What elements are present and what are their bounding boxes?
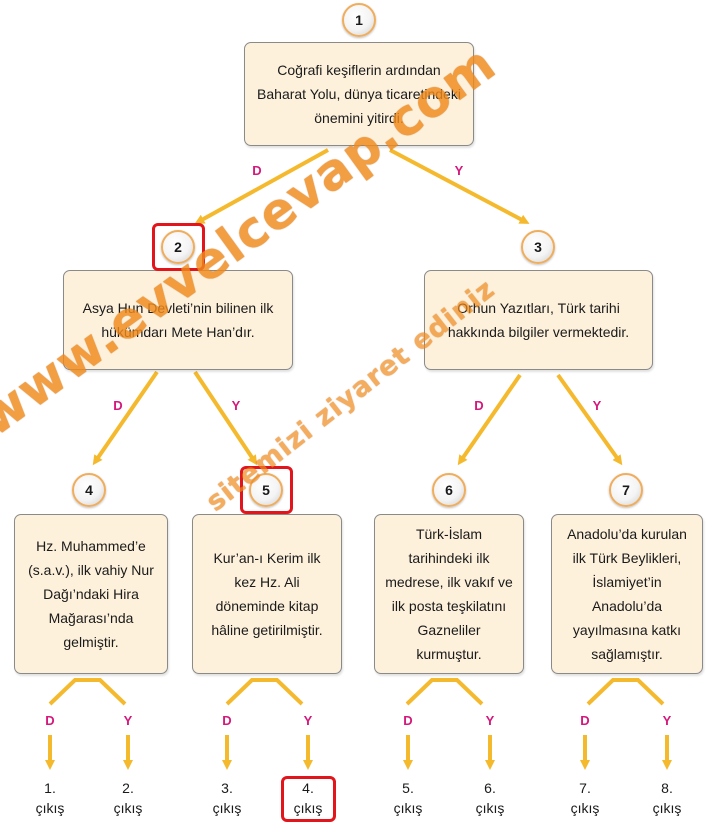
arrow-1-y bbox=[389, 148, 530, 224]
arrow-3-y bbox=[556, 373, 623, 466]
arrow-4-split bbox=[48, 678, 127, 706]
exit-3-word: çıkış bbox=[212, 800, 242, 817]
exit-8: 8. çıkış bbox=[637, 778, 697, 819]
node-6-text: Türk-İslam tarihindeki ilk medrese, ilk … bbox=[385, 525, 513, 663]
exit-1-num: 1. bbox=[44, 780, 56, 796]
node-7-box: Anadolu’da kurulan ilk Türk Beylikleri, … bbox=[551, 514, 703, 674]
node-2-box: Asya Hun Devleti’nin bilinen ilk hükümda… bbox=[63, 270, 293, 370]
exit-7-num: 7. bbox=[579, 780, 591, 796]
exit-7-word: çıkış bbox=[570, 800, 600, 817]
highlight-exit-4 bbox=[281, 776, 336, 822]
exit-2-word: çıkış bbox=[113, 800, 143, 817]
arrow-1-d bbox=[194, 148, 329, 224]
exit-6-num: 6. bbox=[484, 780, 496, 796]
exit-1-word: çıkış bbox=[35, 800, 65, 817]
node-3-box: Orhun Yazıtları, Türk tarihi hakkında bi… bbox=[424, 270, 653, 370]
label-7-d: D bbox=[580, 713, 590, 728]
node-1-number: 1 bbox=[342, 3, 376, 37]
label-6-y: Y bbox=[485, 713, 495, 728]
arrow-2-y bbox=[193, 370, 258, 466]
arrow-3-d bbox=[457, 373, 522, 466]
arrow-6-split bbox=[405, 678, 484, 706]
exit-2: 2. çıkış bbox=[98, 778, 158, 819]
label-6-d: D bbox=[403, 713, 413, 728]
exit-6: 6. çıkış bbox=[460, 778, 520, 819]
label-1-y: Y bbox=[454, 163, 464, 178]
node-7-text: Anadolu’da kurulan ilk Türk Beylikleri, … bbox=[567, 525, 687, 663]
node-5-box: Kur’an-ı Kerim ilk kez Hz. Ali döneminde… bbox=[192, 514, 342, 674]
label-4-y: Y bbox=[123, 713, 133, 728]
node-1-text: Coğrafi keşiflerin ardından Baharat Yolu… bbox=[257, 61, 461, 127]
node-6-box: Türk-İslam tarihindeki ilk medrese, ilk … bbox=[374, 514, 524, 674]
exit-6-word: çıkış bbox=[475, 800, 505, 817]
exit-8-num: 8. bbox=[661, 780, 673, 796]
exit-5-word: çıkış bbox=[393, 800, 423, 817]
node-2-text: Asya Hun Devleti’nin bilinen ilk hükümda… bbox=[82, 299, 274, 340]
node-3-text: Orhun Yazıtları, Türk tarihi hakkında bi… bbox=[447, 299, 630, 340]
node-6-number: 6 bbox=[432, 473, 466, 507]
exit-8-word: çıkış bbox=[652, 800, 682, 817]
highlight-node-5 bbox=[240, 466, 293, 514]
exit-1: 1. çıkış bbox=[20, 778, 80, 819]
label-3-y: Y bbox=[592, 398, 602, 413]
label-3-d: D bbox=[474, 398, 484, 413]
arrow-2-d bbox=[92, 370, 159, 466]
highlight-node-2 bbox=[152, 223, 205, 271]
node-4-box: Hz. Muhammed’e (s.a.v.), ilk vahiy Nur D… bbox=[14, 514, 168, 674]
exit-3-num: 3. bbox=[221, 780, 233, 796]
node-3-number: 3 bbox=[521, 230, 555, 264]
exit-5-num: 5. bbox=[402, 780, 414, 796]
exit-2-num: 2. bbox=[122, 780, 134, 796]
node-1-box: Coğrafi keşiflerin ardından Baharat Yolu… bbox=[244, 42, 474, 146]
node-2-number: 2 bbox=[161, 230, 195, 264]
exit-4: 4. çıkış bbox=[278, 778, 338, 819]
label-5-y: Y bbox=[303, 713, 313, 728]
node-4-text: Hz. Muhammed’e (s.a.v.), ilk vahiy Nur D… bbox=[28, 537, 154, 651]
label-2-d: D bbox=[113, 398, 123, 413]
node-5-text: Kur’an-ı Kerim ilk kez Hz. Ali döneminde… bbox=[211, 549, 323, 639]
exit-3: 3. çıkış bbox=[197, 778, 257, 819]
node-5-number: 5 bbox=[249, 473, 283, 507]
arrow-5-split bbox=[225, 678, 304, 706]
node-7-number: 7 bbox=[609, 473, 643, 507]
exit-4-num: 4. bbox=[302, 780, 314, 796]
label-1-d: D bbox=[252, 163, 262, 178]
exit-4-word: çıkış bbox=[293, 800, 323, 817]
label-2-y: Y bbox=[231, 398, 241, 413]
exit-5: 5. çıkış bbox=[378, 778, 438, 819]
label-4-d: D bbox=[45, 713, 55, 728]
arrow-7-split bbox=[586, 678, 665, 706]
label-5-d: D bbox=[222, 713, 232, 728]
label-7-y: Y bbox=[662, 713, 672, 728]
exit-7: 7. çıkış bbox=[555, 778, 615, 819]
node-4-number: 4 bbox=[72, 473, 106, 507]
